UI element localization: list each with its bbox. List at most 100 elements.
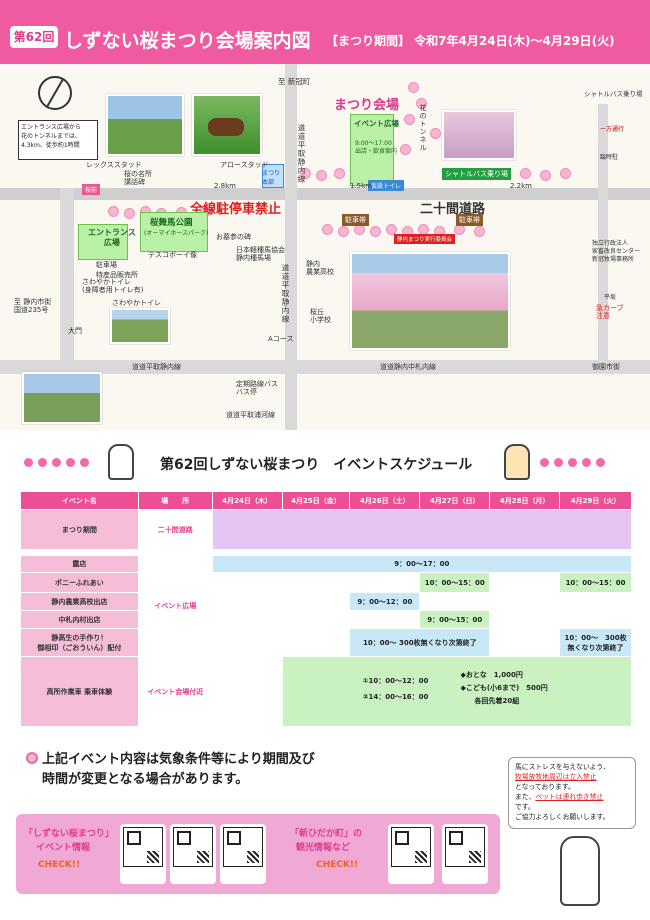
event-plaza-label: イベント広場 (354, 119, 399, 128)
road-nijukken (0, 188, 650, 200)
sakura-icon (26, 752, 38, 764)
festival-span (211, 509, 633, 550)
venue-map: 至 新冠町 エントランス広場から 花のトンネルまでは、 4.3km、徒歩約1時間… (0, 64, 650, 430)
event-plaza-area (350, 114, 394, 186)
main-venue-label: まつり会場 (334, 98, 400, 113)
table-row: 静高生の手作り！ 御相印（ごおういん）配付 10：00～ 300枚無くなり次第終… (20, 628, 632, 657)
horse-mascot-mask-icon (504, 444, 530, 480)
schedule-cell: 9：00～12：00 (349, 592, 421, 611)
doro-right-label: 道道平取静内線 (281, 264, 290, 324)
toilet-label: さわやかトイレ (身障者用トイレ有) (82, 278, 144, 294)
event-location: 二十間道路 (137, 509, 213, 550)
entrance-note: エントランス広場から 花のトンネルまでは、 4.3km、徒歩約1時間 (18, 120, 98, 160)
schedule-cell-koso: ①10：00～12：00 ②14：00～16：00 ◆おとな 1,000円 ◆こ… (281, 656, 633, 727)
shop-label: 特産品販売所 (96, 271, 138, 279)
naka-label: 道道静内中札内線 (380, 363, 436, 371)
road-left (60, 188, 74, 368)
doro-bottom-label: 道道平取静内線 (132, 363, 181, 371)
doro-left-label: 道道平取静内線 (297, 124, 306, 184)
ouma-area (140, 212, 208, 252)
shuttle-top-label: シャトルバス乗り場 (584, 90, 643, 98)
table-header-row: イベント名 場 所 4月24日（木） 4月25日（金） 4月26日（土） 4月2… (20, 491, 632, 510)
acourse-label: Aコース (268, 335, 294, 343)
road-sign: 桜前 (82, 184, 101, 195)
col-header: イベント名 (20, 491, 139, 510)
road-right (598, 104, 608, 364)
event-sub-label: 出店・飲食案内 (355, 148, 398, 155)
dist2-label: 1.5km (350, 182, 373, 190)
schedule-cell: 9：00～17：00 (211, 555, 633, 573)
dist1-label: 2.8km (214, 182, 237, 190)
center-label: 独立行政法人 家畜改良センター 新冠牧場事務所 (592, 240, 641, 263)
oomon-label: 大門 (68, 327, 82, 335)
page-title: しずない桜まつり会場案内図 (64, 30, 311, 52)
leks-label: レックススタッド (86, 161, 142, 169)
entrance-label: エントランス 広場 (88, 228, 136, 247)
col-header: 4月26日（土） (349, 491, 421, 510)
koso-adult: ◆おとな 1,000円 (460, 671, 523, 679)
schedule-header (0, 438, 650, 488)
horse-mascot-icon (108, 444, 134, 480)
col-header: 4月25日（金） (281, 491, 351, 510)
table-row: 露店 イベント広場 9：00～17：00 (20, 555, 633, 657)
event-hours-label: 9:00～17:00 (355, 140, 392, 147)
qr-town2[interactable] (445, 827, 485, 867)
ohaka-label: お墓参の碑 (216, 233, 251, 241)
qr-facebook[interactable] (123, 827, 163, 867)
table-row: まつり期間 二十間道路 (20, 509, 633, 550)
event-name: ポニーふれあい (20, 572, 139, 593)
to-shinkappu-label: 至 新冠町 (278, 77, 311, 86)
kasetsu-label: 仮設トイレ (368, 180, 405, 191)
horse-notice: 馬にストレスを与えないよう、 牧場放牧地周辺は立入禁止 となっております。 また… (508, 757, 636, 829)
event-name: 高所作業車 乗車体験 (20, 656, 139, 727)
ouma-sub-label: (オーマイホースパーク) (144, 230, 209, 237)
qr-x[interactable] (173, 827, 213, 867)
photo-meisho (106, 94, 184, 156)
compass-icon (38, 76, 72, 110)
event-name: 中札内村出店 (20, 610, 139, 629)
hq-label: まつり本部 (262, 170, 281, 186)
matsuri-sign: 静内まつり実行委員会 (394, 234, 456, 244)
col-header: 4月29日（火） (559, 491, 632, 510)
photo-sakura-road (350, 252, 510, 350)
ouma-label: 桜舞馬公園 (150, 218, 193, 228)
road-naka (0, 360, 650, 374)
schedule-note: 上記イベント内容は気象条件等により期間及び 時間が変更となる場合があります。 (42, 750, 315, 790)
qr-instagram[interactable] (223, 827, 263, 867)
footer-right-check: CHECK!! (316, 860, 359, 870)
entrance-area (78, 224, 128, 260)
edition-badge: 第62回 (10, 26, 58, 48)
no-parking-label: 全線駐停車禁止 (190, 202, 282, 217)
parking-strip1: 駐車帯 (342, 214, 369, 226)
footer-left-sub: イベント情報 (36, 843, 91, 853)
urakawa-label: 道道平取浦河線 (226, 411, 275, 419)
horse-character-icon (560, 836, 600, 906)
table-row: ポニーふれあい 10：00～15：00 10：00～15：00 (20, 572, 632, 657)
road-doro (285, 64, 297, 430)
tunnel-label: 花のトンネル (419, 104, 427, 152)
hq-box (262, 164, 284, 188)
koso-session2: ②14：00～16：00 (362, 693, 429, 701)
toilet2-label: さわやかトイレ (112, 299, 161, 307)
schedule-cell: 10：00～ 300枚無くなり次第終了 (349, 628, 491, 657)
event-name: まつり期間 (20, 509, 139, 550)
oneway-label: 一方通行 (600, 126, 625, 133)
kyoku-label: 急カーブ 注意 (596, 304, 624, 320)
qr-town1[interactable] (391, 827, 431, 867)
goei-label: 御園市街 (592, 363, 620, 371)
kokudo-label: 至 静内市街 国道235号 (14, 298, 52, 314)
col-header: 場 所 (137, 491, 213, 510)
school-elem-label: 桜丘 小学校 (310, 308, 331, 324)
event-name: 静高生の手作り！ 御相印（ごおういん）配付 (20, 628, 139, 657)
note-line2: 時間が変更となる場合があります。 (42, 772, 249, 787)
event-name: 露店 (20, 555, 139, 573)
photo-horse (192, 94, 262, 156)
koso-child: ◆こども(小6まで) 500円 (460, 684, 548, 692)
event-location: イベント広場 (137, 555, 213, 657)
bus-label: 定期路線バス バス停 (236, 380, 278, 396)
event-location: イベント会場付近 (137, 656, 213, 727)
photo-toilet (110, 308, 170, 344)
photo-tunnel (442, 110, 516, 160)
nihon-label: 日本軽種馬協会 静内種馬場 (236, 246, 285, 262)
schedule-cell: 10：00～15：00 (419, 572, 491, 593)
